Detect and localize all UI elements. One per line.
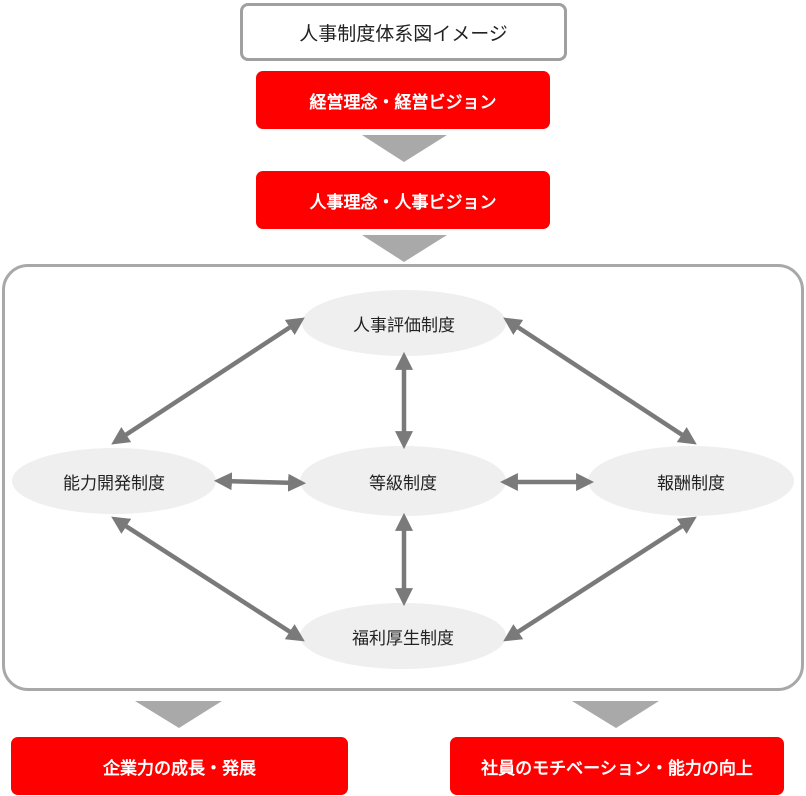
node-grade: 等級制度 [300,446,506,516]
node-compensation: 報酬制度 [588,446,794,516]
chevron-down-icon [572,701,659,728]
node-development: 能力開発制度 [12,448,216,514]
node-welfare: 福利厚生制度 [300,603,506,669]
arrow-evaluation-development [111,317,305,445]
diagram-title: 人事制度体系図イメージ [240,3,567,61]
chevron-down-icon [135,701,222,728]
arrow-development-grade [213,472,307,492]
management-philosophy-box: 経営理念・経営ビジョン [256,71,550,129]
outcome-left-box: 企業力の成長・発展 [11,737,348,795]
node-evaluation: 人事評価制度 [302,290,506,356]
chevron-down-icon [362,235,447,262]
arrow-development-welfare [111,516,305,642]
outcome-right-box: 社員のモチベーション・能力の向上 [450,737,784,795]
arrow-compensation-welfare [503,516,697,642]
hr-philosophy-box: 人事理念・人事ビジョン [256,171,550,229]
chevron-down-icon [362,135,447,162]
arrow-evaluation-compensation [503,317,697,445]
